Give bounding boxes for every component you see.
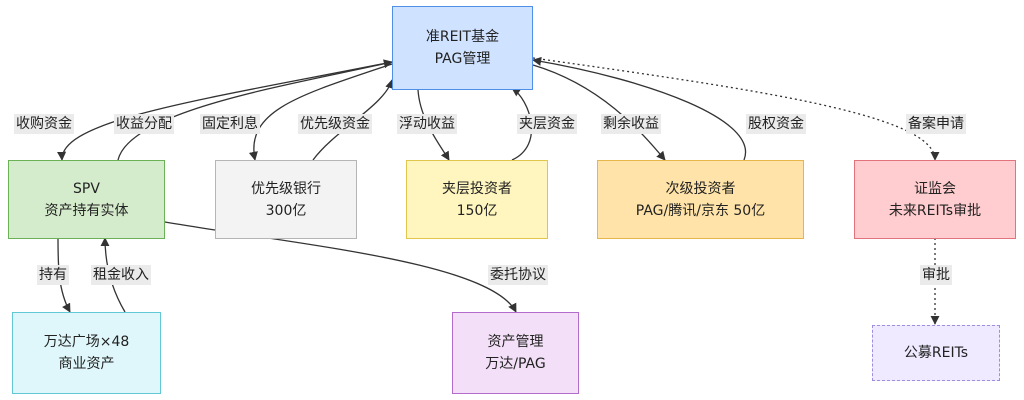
junior-investor-node: 次级投资者 PAG/腾讯/京东 50亿: [597, 160, 804, 239]
senior-bank-node: 优先级银行 300亿: [215, 160, 357, 239]
edge-filing: [532, 57, 940, 161]
csrc-node: 证监会 未来REITs审批: [854, 160, 1016, 239]
edge-distribution: [117, 59, 393, 161]
public-reits-title: 公募REITs: [903, 345, 969, 361]
wanda-plaza-subtitle: 商业资产: [58, 356, 115, 372]
senior-bank-amount: 300亿: [265, 202, 307, 219]
csrc-title: 证监会: [914, 180, 956, 197]
reit-fund-title: 准REIT基金: [425, 29, 500, 45]
edge-label-fixed-interest: 固定利息: [200, 114, 260, 134]
public-reits-node: 公募REITs: [872, 325, 1000, 381]
edge-label-senior-funds: 优先级资金: [298, 114, 372, 134]
edge-label-rental-income: 租金收入: [91, 265, 151, 285]
edge-label-hold: 持有: [37, 265, 69, 285]
spv-subtitle: 资产持有实体: [44, 202, 129, 219]
edge-label-approval: 审批: [920, 265, 952, 285]
mezzanine-investor-title: 夹层投资者: [442, 180, 512, 197]
edge-fixed-interest: [248, 63, 393, 161]
edge-label-filing: 备案申请: [906, 114, 966, 134]
reit-fund-subtitle: PAG管理: [434, 51, 491, 67]
csrc-subtitle: 未来REITs审批: [888, 202, 982, 219]
edge-acquisition: [57, 61, 393, 161]
spv-node: SPV 资产持有实体: [8, 160, 165, 239]
mezzanine-investor-node: 夹层投资者 150亿: [406, 160, 548, 239]
senior-bank-title: 优先级银行: [251, 180, 321, 197]
edge-label-distribution: 收益分配: [114, 114, 174, 134]
edge-label-acquisition: 收购资金: [14, 114, 74, 134]
edge-equity-funds: [532, 56, 747, 161]
edge-label-mezz-funds: 夹层资金: [517, 114, 577, 134]
junior-investor-detail: PAG/腾讯/京东 50亿: [635, 202, 766, 219]
reit-fund-node: 准REIT基金 PAG管理: [392, 6, 533, 90]
spv-title: SPV: [73, 180, 100, 197]
edge-label-residual-return: 剩余收益: [601, 114, 661, 134]
junior-investor-title: 次级投资者: [665, 180, 736, 197]
asset-management-title: 资产管理: [487, 334, 544, 350]
asset-management-node: 资产管理 万达/PAG: [452, 312, 579, 394]
edge-label-entrust: 委托协议: [488, 265, 548, 285]
edge-label-floating-return: 浮动收益: [397, 114, 457, 134]
asset-management-subtitle: 万达/PAG: [485, 356, 546, 372]
wanda-plaza-title: 万达广场×48: [43, 334, 130, 350]
edge-residual-return: [532, 64, 666, 161]
wanda-plaza-node: 万达广场×48 商业资产: [12, 312, 161, 394]
mezzanine-investor-amount: 150亿: [456, 202, 498, 219]
edge-label-equity-funds: 股权资金: [746, 114, 806, 134]
